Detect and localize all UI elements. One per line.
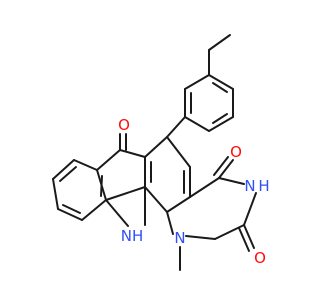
methyl-nitrogen-label: N (174, 229, 185, 247)
cyclopentenone-ring (96, 133, 146, 201)
pyrimidinedione-ring (166, 156, 257, 271)
imide-hydrogen-label: H (258, 177, 269, 195)
molecule-structure-diagram: O O N H O NH N (52, 34, 270, 271)
amine-bonds (105, 186, 146, 227)
amide-oxygen-lower-label: O (254, 249, 266, 267)
central-ring (144, 136, 191, 213)
phenyl-ring (184, 74, 234, 132)
imide-nitrogen-label: N (244, 177, 255, 195)
ketone-oxygen-label: O (118, 116, 130, 134)
ethyl-group (208, 34, 231, 76)
benzo-ring (52, 159, 107, 221)
amine-nh-label: NH (121, 227, 144, 245)
aryl-link-bond (166, 116, 186, 138)
amide-oxygen-upper-label: O (230, 143, 242, 161)
